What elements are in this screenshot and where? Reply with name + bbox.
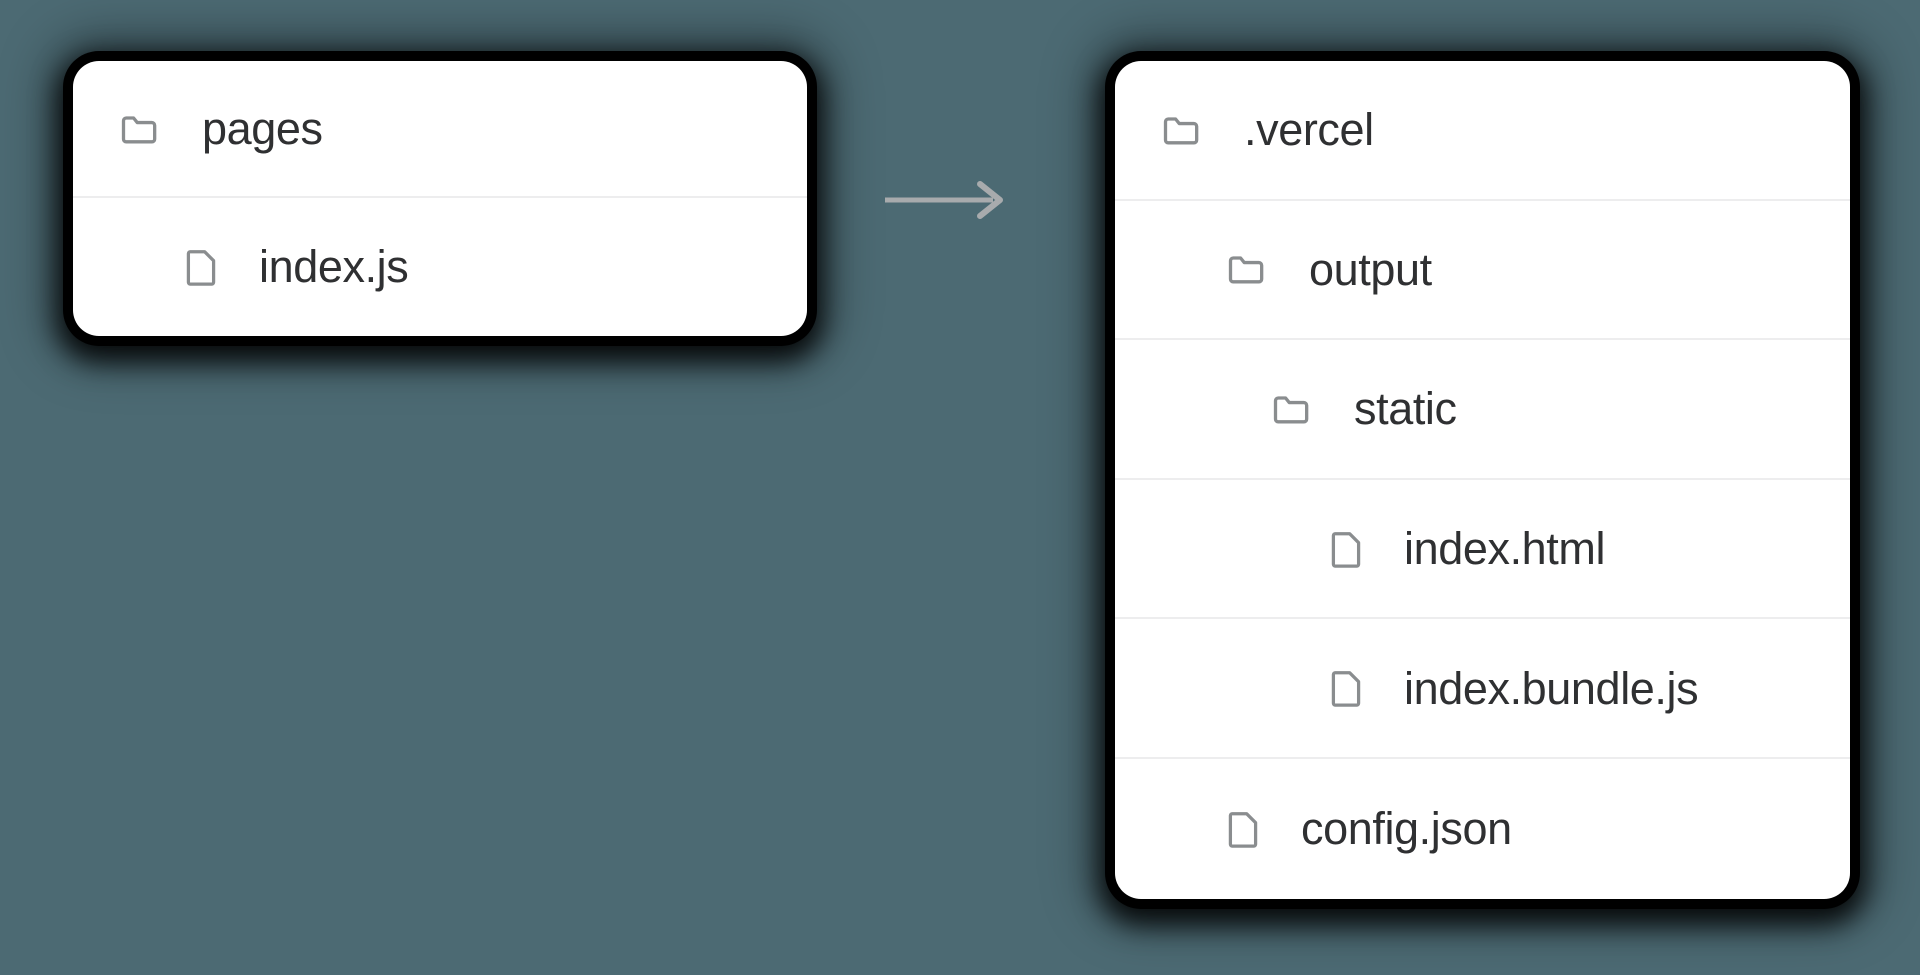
tree-row-vercel[interactable]: .vercel [1115, 61, 1850, 201]
tree-row-index-bundle-js[interactable]: index.bundle.js [1115, 619, 1850, 759]
folder-icon [1160, 108, 1204, 152]
source-file-tree-card: pages index.js [73, 61, 807, 336]
tree-row-label: output [1309, 243, 1432, 295]
tree-row-static[interactable]: static [1115, 340, 1850, 480]
tree-row-pages[interactable]: pages [73, 61, 807, 198]
tree-row-label: index.bundle.js [1404, 662, 1699, 714]
tree-row-label: static [1354, 383, 1457, 435]
output-file-tree-card: .vercel output static [1115, 61, 1850, 899]
file-icon [1225, 807, 1261, 851]
tree-row-config-json[interactable]: config.json [1115, 759, 1850, 899]
file-icon [1328, 527, 1364, 571]
folder-icon [1270, 387, 1314, 431]
tree-row-label: index.html [1404, 523, 1606, 575]
file-icon [183, 245, 219, 289]
tree-row-label: config.json [1301, 803, 1512, 855]
tree-row-label: pages [202, 103, 323, 154]
tree-row-label: .vercel [1244, 104, 1374, 156]
folder-icon [118, 107, 162, 151]
tree-row-index-js[interactable]: index.js [73, 198, 807, 335]
tree-row-output[interactable]: output [1115, 201, 1850, 341]
tree-row-label: index.js [259, 241, 409, 292]
tree-row-index-html[interactable]: index.html [1115, 480, 1850, 620]
folder-icon [1225, 247, 1269, 291]
arrow-right-icon [885, 178, 1010, 222]
file-icon [1328, 666, 1364, 710]
